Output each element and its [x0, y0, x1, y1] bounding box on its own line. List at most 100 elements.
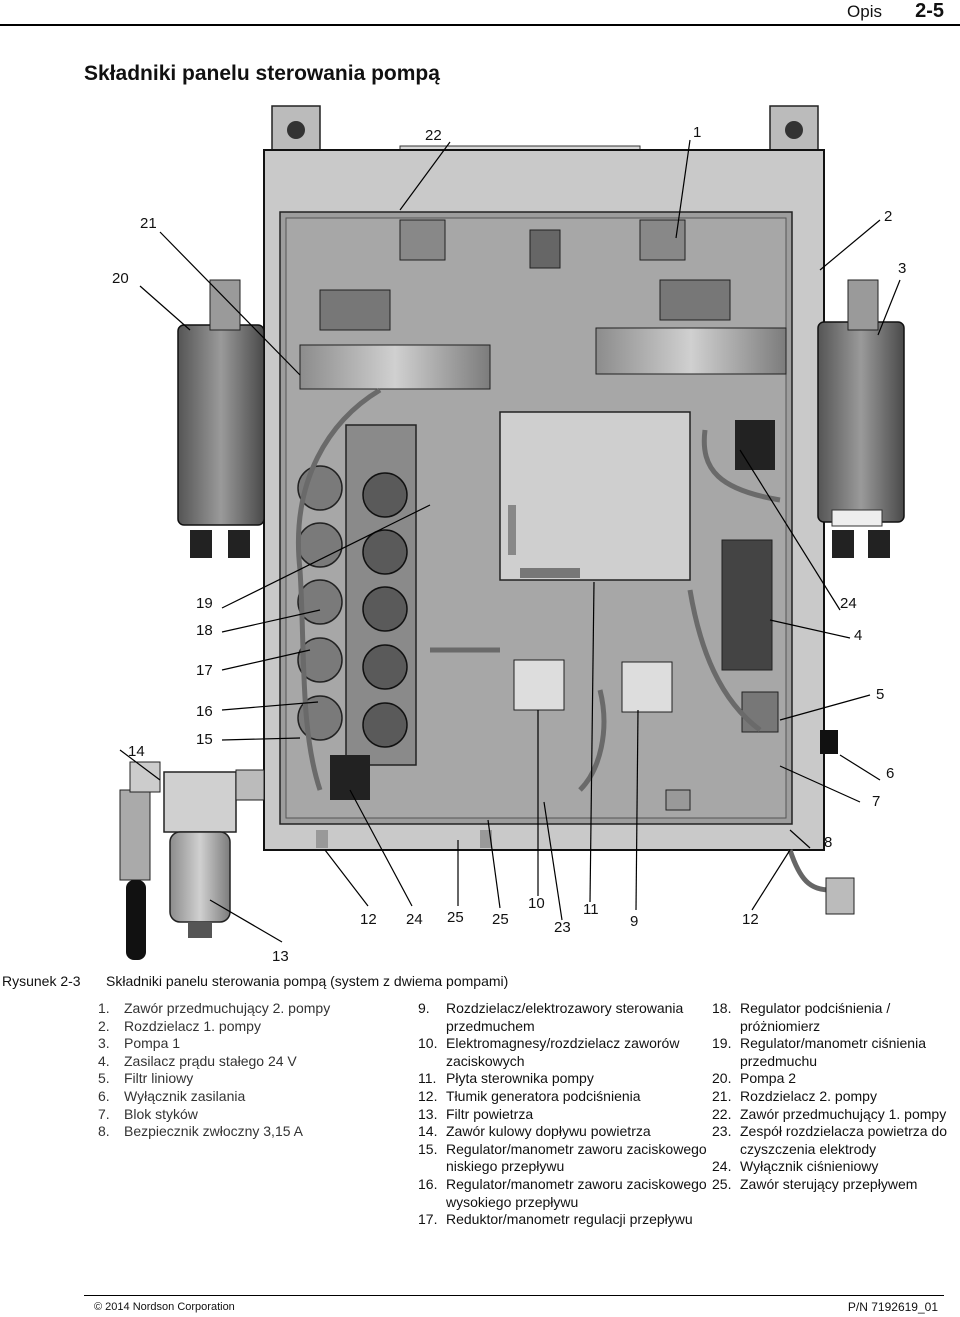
- legend-number: 20.: [712, 1070, 732, 1087]
- legend-number: 1.: [98, 1000, 110, 1016]
- legend-number: 24.: [712, 1158, 732, 1175]
- legend-item: 2. Rozdzielacz 1. pompy: [98, 1018, 398, 1036]
- callout-3: 3: [898, 260, 906, 277]
- legend-number: 22.: [712, 1105, 732, 1122]
- legend-number: 7.: [98, 1105, 110, 1122]
- air-filter: [163, 769, 265, 938]
- callout-12-left: 12: [360, 911, 377, 928]
- legend-text: Pompa 2: [740, 1070, 797, 1087]
- callout-6: 6: [886, 765, 894, 782]
- callout-24-bottom: 24: [406, 911, 423, 928]
- legend-text: Regulator podciśnienia / próżniomierz: [740, 1000, 891, 1034]
- legend-item: 6. Wyłącznik zasilania: [98, 1088, 398, 1106]
- right-fittings: [316, 730, 855, 915]
- callout-14: 14: [128, 743, 145, 760]
- legend-item: 1.Zawór przedmuchujący 2. pompy: [98, 1000, 398, 1018]
- legend-item: 18. Regulator podciśnienia / próżniomierz: [712, 1000, 957, 1035]
- callout-5: 5: [876, 686, 884, 703]
- legend-text: Reduktor/manometr regulacji przepływu: [446, 1211, 693, 1228]
- legend-item: 10.Elektromagnesy/rozdzielacz zaworów za…: [418, 1035, 708, 1070]
- legend-column-3: 18. Regulator podciśnienia / próżniomierz…: [712, 1000, 957, 1194]
- legend-number: 23.: [712, 1123, 732, 1140]
- legend-number: 14.: [418, 1123, 438, 1140]
- legend-text: Zawór kulowy dopływu powietrza: [446, 1123, 651, 1140]
- legend-item: 17. Reduktor/manometr regulacji przepływu: [418, 1211, 708, 1229]
- manifolds: [299, 219, 787, 390]
- legend-text: Rozdzielacz/elektrozawory sterowania prz…: [446, 1000, 684, 1034]
- figure-title: Składniki panelu sterowania pompą (syste…: [106, 973, 509, 989]
- page-title: Składniki panelu sterowania pompą: [84, 62, 440, 85]
- solenoid-groups: [513, 420, 779, 733]
- legend-item: 20. Pompa 2: [712, 1070, 957, 1088]
- legend-item: 3.Pompa 1: [98, 1035, 398, 1053]
- legend-text: Rozdzielacz 1. pompy: [124, 1017, 261, 1034]
- legend-number: 8.: [98, 1123, 110, 1140]
- legend-item: 4.Zasilacz prądu stałego 24 V: [98, 1053, 398, 1071]
- legend-text: Blok styków: [124, 1105, 198, 1122]
- legend-number: 3.: [98, 1035, 110, 1052]
- legend-text: Wyłącznik zasilania: [124, 1087, 246, 1104]
- callout-9: 9: [630, 913, 638, 930]
- legend-column-2: 9.Rozdzielacz/elektrozawory sterowania p…: [418, 1000, 708, 1229]
- legend-item: 24. Wyłącznik ciśnieniowy: [712, 1158, 957, 1176]
- callout-17: 17: [196, 662, 213, 679]
- legend-number: 13.: [418, 1105, 438, 1122]
- legend-text: Filtr powietrza: [446, 1105, 534, 1122]
- legend-item: 16.Regulator/manometr zaworu zaciskowego…: [418, 1176, 708, 1211]
- legend-text: Rozdzielacz 2. pompy: [740, 1087, 877, 1104]
- pump-1-body: [817, 279, 905, 558]
- legend-number: 19.: [712, 1035, 732, 1052]
- legend-number: 6.: [98, 1087, 110, 1104]
- page-header: Opis 2-5: [0, 0, 960, 26]
- legend-item: 23. Zespół rozdzielacza powietrza do czys…: [712, 1123, 957, 1158]
- legend-number: 25.: [712, 1175, 732, 1192]
- legend-text: Filtr liniowy: [124, 1070, 194, 1087]
- callout-4: 4: [854, 627, 862, 644]
- callout-22: 22: [425, 127, 442, 144]
- legend-number: 2.: [98, 1017, 110, 1034]
- legend-item: 11.Płyta sterownika pompy: [418, 1070, 708, 1088]
- leader-lines: [119, 139, 901, 943]
- page-number: 2-5: [915, 0, 944, 22]
- callout-7: 7: [872, 793, 880, 810]
- legend-item: 19.Regulator/manometr ciśnienia przedmuc…: [712, 1035, 957, 1070]
- copyright: © 2014 Nordson Corporation: [94, 1301, 235, 1313]
- callout-25-a: 25: [447, 909, 464, 926]
- legend-number: 4.: [98, 1052, 110, 1069]
- part-number: P/N 7192619_01: [847, 1300, 938, 1314]
- callout-21: 21: [140, 215, 157, 232]
- legend-text: Zawór przedmuchujący 1. pompy: [740, 1105, 947, 1122]
- legend-number: 12.: [418, 1087, 438, 1104]
- legend-text: Regulator/manometr zaworu zaciskowego ni…: [446, 1140, 707, 1175]
- legend-item: 12. Tłumik generatora podciśnienia: [418, 1088, 708, 1106]
- legend-number: 5.: [98, 1070, 110, 1087]
- figure-number: Rysunek 2-3: [2, 973, 81, 989]
- callout-8: 8: [824, 834, 832, 851]
- legend-item: 13. Filtr powietrza: [418, 1106, 708, 1124]
- legend-text: Wyłącznik ciśnieniowy: [740, 1158, 879, 1175]
- legend-item: 8.Bezpiecznik zwłoczny 3,15 A: [98, 1123, 398, 1141]
- callout-20: 20: [112, 270, 129, 287]
- legend-number: 11.: [418, 1070, 437, 1087]
- legend-text: Tłumik generatora podciśnienia: [446, 1087, 641, 1104]
- legend-text: Zespół rozdzielacza powietrza do czyszcz…: [740, 1123, 947, 1157]
- legend-number: 17.: [418, 1211, 438, 1228]
- legend-number: 10.: [418, 1035, 438, 1052]
- callout-11: 11: [583, 901, 599, 918]
- legend-item: 5. Filtr liniowy: [98, 1070, 398, 1088]
- legend-item: 14. Zawór kulowy dopływu powietrza: [418, 1123, 708, 1141]
- legend-text: Zawór sterujący przepływem: [740, 1175, 918, 1192]
- legend-number: 15.: [418, 1140, 438, 1157]
- legend-number: 16.: [418, 1175, 438, 1192]
- footer-rule: [84, 1295, 944, 1296]
- legend-item: 21.Rozdzielacz 2. pompy: [712, 1088, 957, 1106]
- legend-item: 9.Rozdzielacz/elektrozawory sterowania p…: [418, 1000, 708, 1035]
- callout-10: 10: [528, 895, 545, 912]
- callout-16: 16: [196, 703, 213, 720]
- callout-1: 1: [693, 124, 701, 141]
- legend-item: 22. Zawór przedmuchujący 1. pompy: [712, 1106, 957, 1124]
- legend-number: 18.: [712, 1000, 732, 1016]
- regulator-block: [297, 424, 417, 800]
- controller-board: [499, 411, 691, 581]
- ball-valve: [119, 761, 161, 960]
